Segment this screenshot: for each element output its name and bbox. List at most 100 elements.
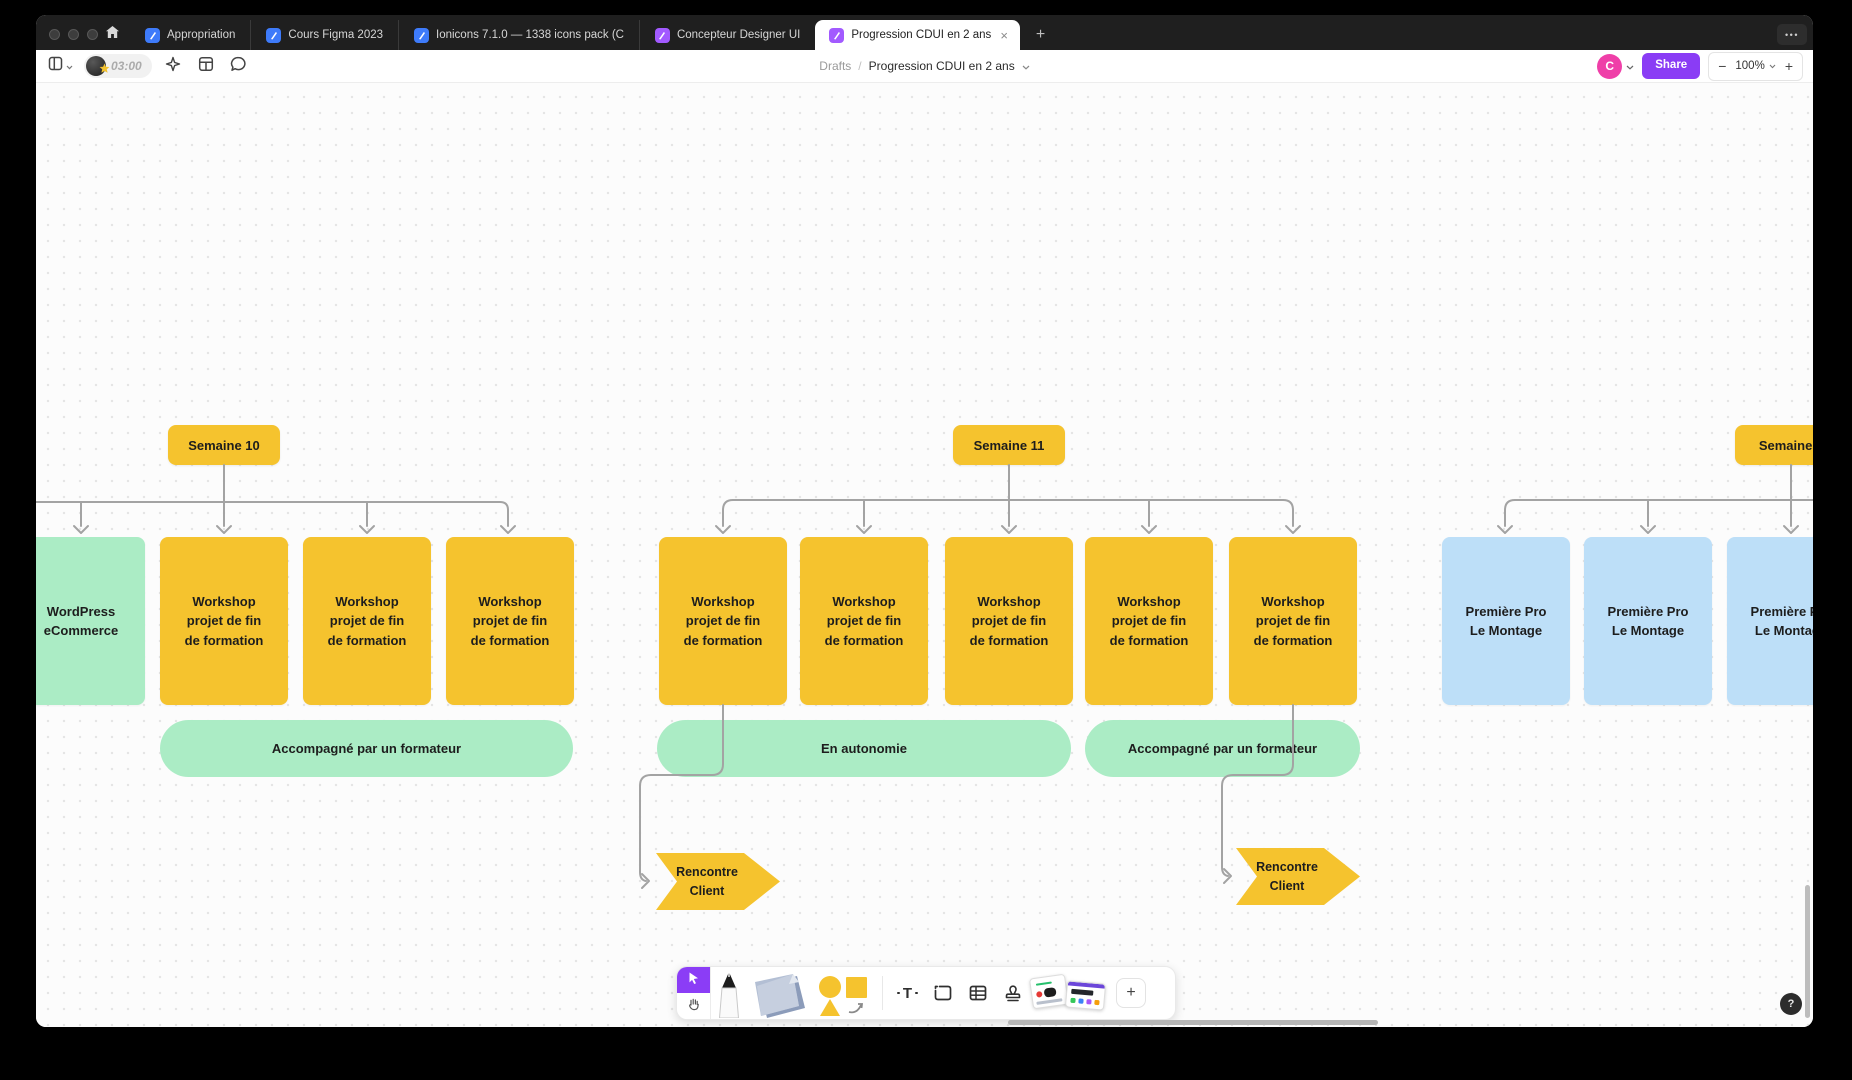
sparkle-icon — [165, 56, 181, 77]
shape-tool[interactable] — [813, 973, 875, 1019]
section-icon — [934, 985, 951, 1001]
card-workshop[interactable]: Workshop projet de fin de formation — [303, 537, 431, 705]
maximize-window-button[interactable] — [87, 29, 98, 40]
card-workshop[interactable]: Workshop projet de fin de formation — [945, 537, 1073, 705]
vertical-scrollbar[interactable] — [1805, 885, 1810, 1018]
timer-widget[interactable]: 03:00 — [84, 54, 152, 78]
figjam-file-icon — [829, 27, 845, 43]
zoom-in-button[interactable]: + — [1784, 58, 1793, 74]
design-file-icon — [414, 27, 430, 43]
breadcrumb-folder[interactable]: Drafts — [819, 59, 852, 73]
card-workshop[interactable]: Workshop projet de fin de formation — [446, 537, 574, 705]
tab-label: Appropriation — [167, 29, 236, 41]
widget-thumbnail — [1029, 973, 1069, 1010]
widget-thumbnail — [1064, 980, 1107, 1011]
tab-progression-cdui[interactable]: Progression CDUI en 2 ans × — [815, 20, 1020, 50]
text-tool[interactable]: T — [891, 977, 924, 1009]
user-avatar[interactable]: C — [1597, 53, 1623, 79]
chevron-down-icon[interactable] — [1626, 57, 1634, 75]
select-tool-group — [677, 967, 711, 1019]
sticky-semaine-11[interactable]: Semaine 11 — [953, 425, 1065, 465]
layout-grid-icon — [48, 56, 63, 76]
toolbar-divider — [882, 976, 883, 1010]
close-window-button[interactable] — [49, 29, 60, 40]
marker-tool[interactable] — [711, 969, 747, 1019]
stamp-icon — [1005, 984, 1020, 1001]
card-workshop[interactable]: Workshop projet de fin de formation — [1229, 537, 1357, 705]
event-rencontre-client[interactable]: Rencontre Client — [1236, 848, 1360, 905]
minimize-window-button[interactable] — [68, 29, 79, 40]
close-tab-icon[interactable]: × — [1000, 27, 1008, 43]
card-workshop[interactable]: Workshop projet de fin de formation — [800, 537, 928, 705]
pill-accompagne-formateur[interactable]: Accompagné par un formateur — [160, 720, 573, 777]
tab-label: Ionicons 7.1.0 — 1338 icons pack (C — [436, 29, 624, 41]
tab-cours-figma[interactable]: Cours Figma 2023 — [250, 20, 398, 50]
share-button[interactable]: Share — [1642, 53, 1701, 79]
board-template-icon — [198, 56, 214, 77]
toolbar-right-group: C Share − 100% + — [1597, 51, 1803, 81]
timer-value: 03:00 — [111, 59, 142, 73]
file-tabs: Appropriation Cours Figma 2023 Ionicons … — [130, 20, 1051, 50]
figjam-file-icon — [654, 27, 670, 43]
sticky-note-tool[interactable] — [747, 971, 813, 1019]
tab-appropriation[interactable]: Appropriation — [130, 20, 250, 50]
figjam-toolbar: T — [676, 966, 1176, 1020]
card-workshop[interactable]: Workshop projet de fin de formation — [659, 537, 787, 705]
tab-ionicons[interactable]: Ionicons 7.1.0 — 1338 icons pack (C — [398, 20, 639, 50]
hand-tool[interactable] — [677, 993, 710, 1019]
top-toolbar: 03:00 Drafts / Progression CDUI en — [36, 50, 1813, 83]
sticky-semaine-10[interactable]: Semaine 10 — [168, 425, 280, 465]
templates-button[interactable] — [194, 54, 218, 78]
avatar — [86, 56, 110, 76]
tab-label: Concepteur Designer UI — [676, 29, 801, 41]
card-wordpress-ecommerce[interactable]: WordPress eCommerce — [36, 537, 145, 705]
card-premiere-pro[interactable]: Première Pro Le Montage — [1727, 537, 1813, 705]
chevron-down-icon[interactable] — [1022, 59, 1030, 73]
tab-label: Cours Figma 2023 — [288, 29, 384, 41]
cursor-icon — [687, 971, 700, 990]
pill-en-autonomie[interactable]: En autonomie — [657, 720, 1071, 777]
comment-bubble-icon — [230, 56, 247, 77]
pill-accompagne-formateur[interactable]: Accompagné par un formateur — [1085, 720, 1360, 777]
tab-concepteur-designer-ui[interactable]: Concepteur Designer UI — [638, 20, 815, 50]
window-controls — [49, 29, 98, 40]
select-tool[interactable] — [677, 967, 710, 993]
zoom-out-button[interactable]: − — [1718, 58, 1727, 74]
file-title[interactable]: Progression CDUI en 2 ans — [868, 59, 1015, 73]
zoom-level-menu[interactable]: 100% — [1735, 60, 1776, 72]
home-button[interactable] — [102, 24, 122, 44]
horizontal-scrollbar[interactable] — [1008, 1020, 1378, 1025]
table-icon — [969, 985, 986, 1001]
comments-button[interactable] — [227, 54, 251, 78]
zoom-controls: − 100% + — [1708, 51, 1803, 81]
help-button[interactable]: ? — [1780, 993, 1802, 1015]
section-tool[interactable] — [926, 977, 959, 1009]
quick-actions-button[interactable] — [161, 54, 185, 78]
shapes-icon — [819, 976, 867, 1016]
add-tool-button[interactable]: + — [1116, 978, 1146, 1008]
breadcrumb-separator: / — [858, 59, 862, 73]
main-menu-button[interactable] — [46, 54, 75, 78]
sticky-note-icon — [755, 974, 805, 1018]
stamp-tool[interactable] — [996, 977, 1029, 1009]
star-icon — [99, 61, 110, 79]
figjam-canvas[interactable]: Semaine 10 Semaine 11 Semaine 1 WordPres… — [36, 83, 1813, 1027]
breadcrumb: Drafts / Progression CDUI en 2 ans — [36, 50, 1813, 82]
table-tool[interactable] — [961, 977, 994, 1009]
tab-label: Progression CDUI en 2 ans — [851, 29, 992, 41]
event-rencontre-client[interactable]: Rencontre Client — [656, 853, 780, 910]
home-icon — [105, 25, 120, 44]
card-workshop[interactable]: Workshop projet de fin de formation — [160, 537, 288, 705]
new-tab-button[interactable]: + — [1035, 26, 1046, 43]
design-file-icon — [145, 27, 160, 43]
card-premiere-pro[interactable]: Première Pro Le Montage — [1442, 537, 1570, 705]
card-workshop[interactable]: Workshop projet de fin de formation — [1085, 537, 1213, 705]
widgets-tool[interactable] — [1029, 969, 1108, 1017]
card-premiere-pro[interactable]: Première Pro Le Montage — [1584, 537, 1712, 705]
hand-icon — [687, 997, 701, 1016]
marker-icon — [718, 972, 740, 1018]
sticky-semaine-12[interactable]: Semaine 1 — [1735, 425, 1813, 465]
toolbar-left-group: 03:00 — [46, 54, 251, 78]
figma-window: Appropriation Cours Figma 2023 Ionicons … — [36, 15, 1813, 1027]
more-tabs-button[interactable]: ••• — [1777, 24, 1807, 45]
